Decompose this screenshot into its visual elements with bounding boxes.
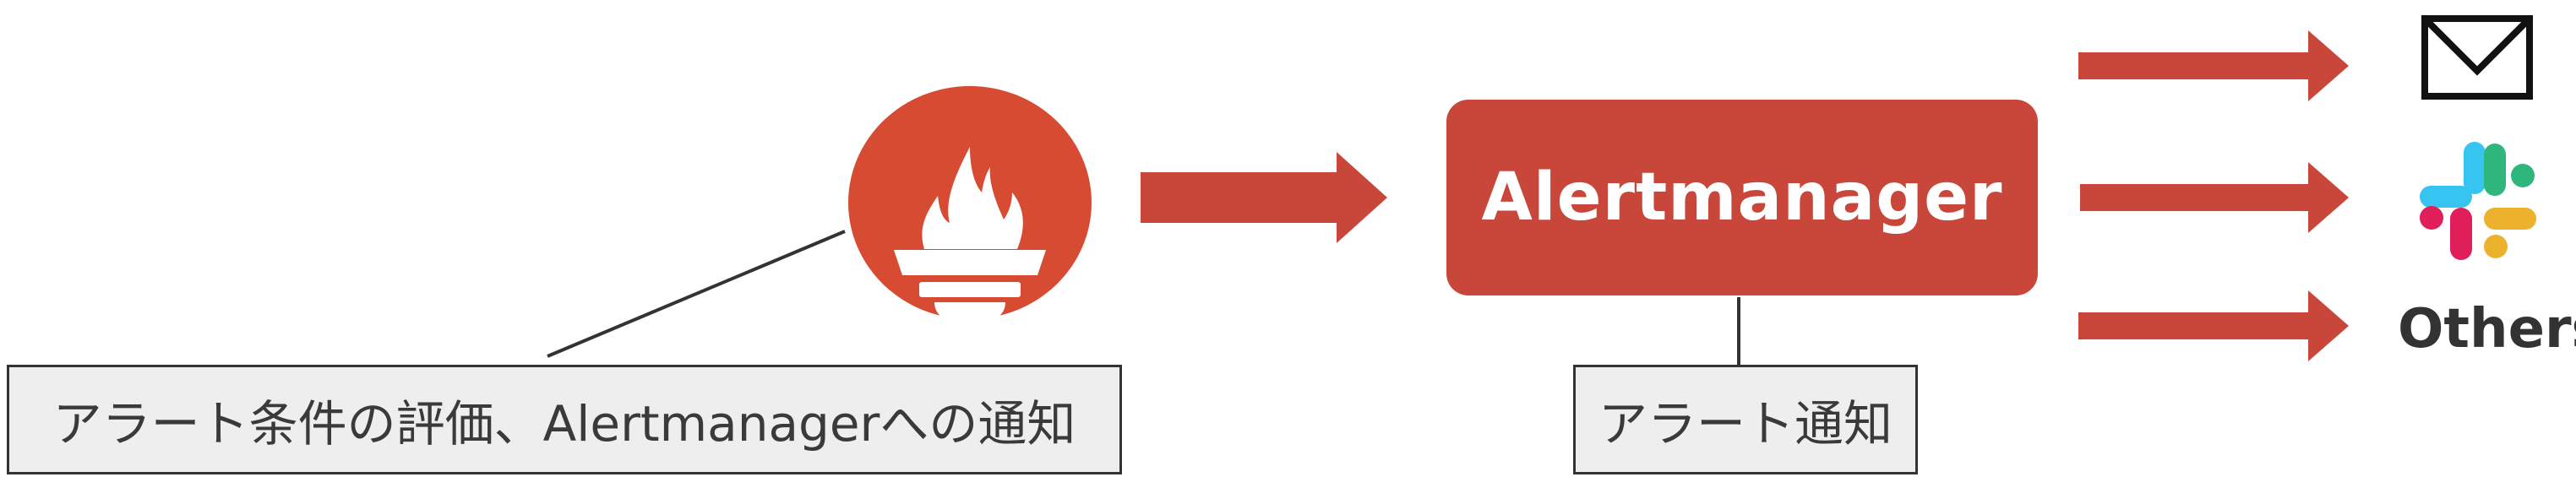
arrow-to-email xyxy=(2078,30,2349,101)
prometheus-callout: アラート条件の評価、Alertmanagerへの通知 xyxy=(7,365,1122,474)
alertmanager-callout: アラート通知 xyxy=(1573,365,1918,474)
prometheus-logo-icon xyxy=(848,86,1092,321)
arrow-to-slack xyxy=(2080,162,2349,233)
alertmanager-callout-text: アラート通知 xyxy=(1598,395,1893,453)
slack-logo-icon xyxy=(2420,142,2536,260)
alertmanager-node: Alertmanager xyxy=(1446,100,2038,295)
prometheus-callout-text: アラート条件の評価、Alertmanagerへの通知 xyxy=(52,395,1076,453)
arrow-to-others xyxy=(2078,290,2349,361)
prometheus-callout-leader xyxy=(547,230,846,358)
arrow-prometheus-to-alertmanager xyxy=(1141,152,1387,243)
mail-envelope-icon xyxy=(2421,15,2533,100)
others-destination-label: Others xyxy=(2398,295,2576,363)
others-label-text: Others xyxy=(2398,298,2576,360)
alertmanager-label: Alertmanager xyxy=(1481,160,2003,236)
